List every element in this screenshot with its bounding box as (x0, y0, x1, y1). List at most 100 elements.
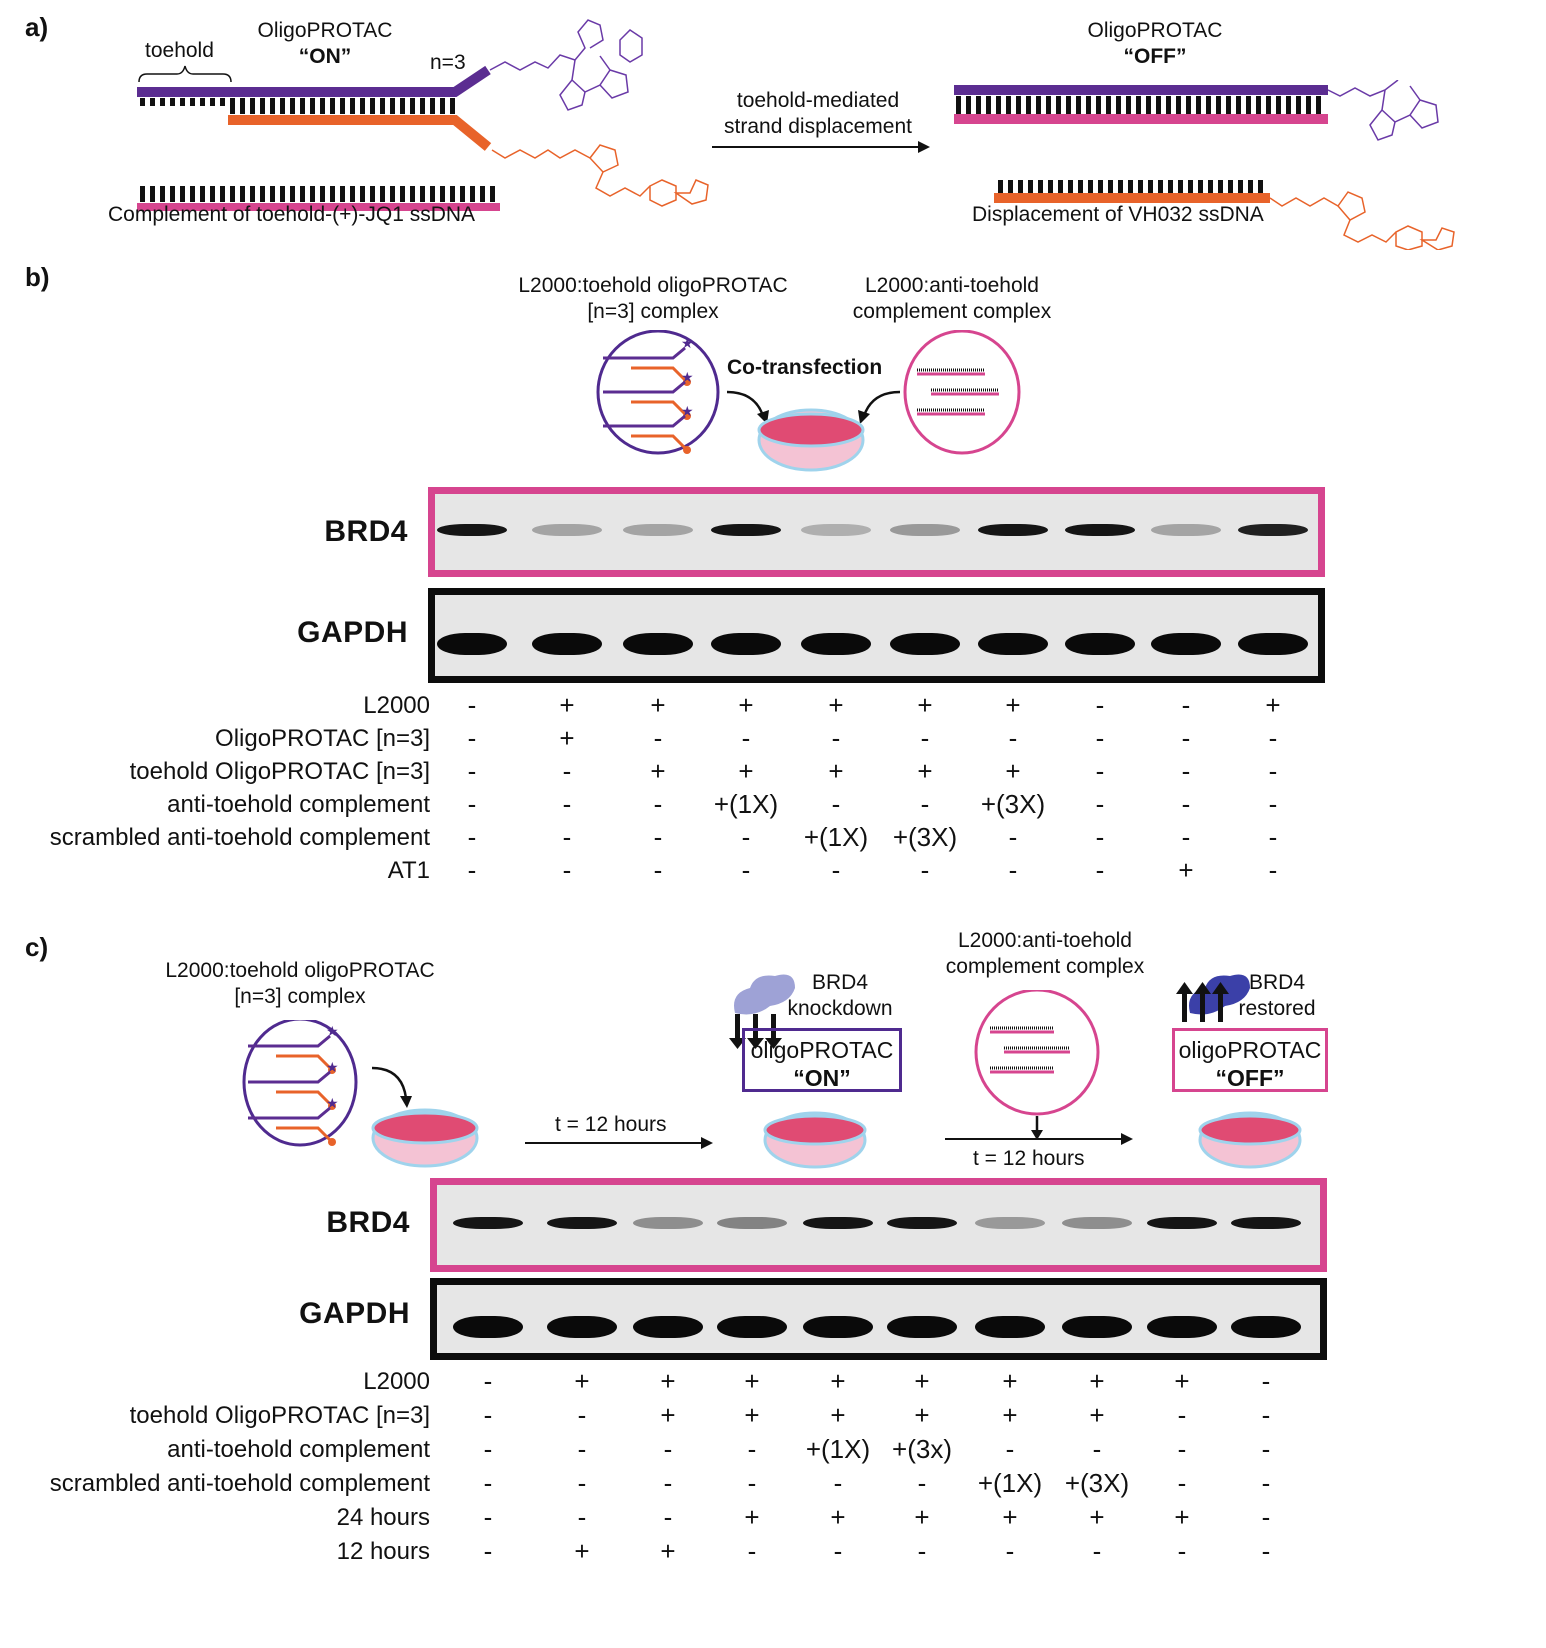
condition-cell: - (653, 855, 663, 885)
condition-cell: - (653, 723, 663, 753)
base-tick (1016, 96, 1021, 114)
base-tick (1076, 96, 1081, 114)
condition-cell: + (660, 1366, 676, 1396)
condition-cell: - (562, 789, 572, 819)
c-oligoprotac-circle (242, 1020, 358, 1147)
base-tick (340, 98, 345, 114)
condition-cell: + (1174, 1366, 1190, 1396)
mini-purple-strand (603, 414, 686, 428)
condition-label: AT1 (387, 857, 430, 884)
base-tick (210, 98, 215, 106)
condition-cell: + (1002, 1502, 1018, 1532)
vh032-molecule (491, 144, 709, 207)
base-tick (1236, 96, 1241, 114)
c-complement-circle (974, 990, 1100, 1116)
panel-a-diagram (137, 19, 709, 211)
b-complex1-line1: L2000:toehold oligoPROTAC (518, 274, 788, 297)
base-tick (1128, 180, 1133, 193)
base-tick (1046, 96, 1051, 114)
base-tick (1028, 180, 1033, 193)
blot-band (437, 524, 507, 536)
base-tick (290, 98, 295, 114)
mini-orange-strand (631, 366, 687, 382)
b-cell-dish (757, 408, 865, 472)
off-box-line1: oligoPROTAC (1178, 1037, 1322, 1063)
condition-cell: - (653, 789, 663, 819)
c-cell-dish-2 (763, 1111, 867, 1169)
condition-label: scrambled anti-toehold complement (49, 1470, 430, 1497)
condition-cell: + (738, 690, 754, 720)
condition-cell: - (483, 1502, 493, 1532)
vh032-bead-icon (683, 378, 691, 386)
blot-band (633, 1217, 703, 1229)
condition-cell: + (1089, 1502, 1105, 1532)
on-orange-strand (228, 115, 492, 151)
blot-band (975, 1316, 1045, 1338)
condition-cell: - (1268, 822, 1278, 852)
condition-cell: + (559, 690, 575, 720)
blot-band (978, 524, 1048, 536)
blot-band (1231, 1217, 1301, 1229)
blot-band (1147, 1316, 1217, 1338)
condition-label: scrambled anti-toehold complement (49, 824, 430, 851)
base-tick (1038, 180, 1043, 193)
base-tick (1136, 96, 1141, 114)
c-start-scheme: ★★★ (242, 1020, 479, 1168)
base-tick (270, 98, 275, 114)
mini-purple-strand (248, 1070, 331, 1084)
blot-band (1062, 1217, 1132, 1229)
displaced-base-ticks (998, 180, 1263, 193)
base-tick (1208, 180, 1213, 193)
arrow-label-line1: toehold-mediated (736, 89, 900, 112)
condition-cell: - (1268, 756, 1278, 786)
base-tick (430, 186, 435, 202)
base-tick (360, 98, 365, 114)
on-box-line1: oligoPROTAC (750, 1037, 894, 1063)
c-time2-label: t = 12 hours (973, 1147, 1085, 1170)
jq1-star-icon: ★ (326, 1095, 339, 1111)
base-tick (1006, 96, 1011, 114)
condition-cell: + (744, 1366, 760, 1396)
base-tick (1248, 180, 1253, 193)
condition-cell: - (1268, 855, 1278, 885)
base-tick (1218, 180, 1223, 193)
b-arrow-right (862, 390, 901, 417)
base-tick (1078, 180, 1083, 193)
base-tick (1178, 180, 1183, 193)
condition-cell: - (1095, 756, 1105, 786)
base-tick (1296, 96, 1301, 114)
arrow-label-line2: strand displacement (724, 114, 912, 138)
c-condition-grid: -++++++++---++++++------+(1X)+(3x)------… (0, 1366, 1546, 1648)
panel-c-label: c) (25, 932, 49, 962)
base-tick (1058, 180, 1063, 193)
condition-cell: +(1X) (713, 789, 779, 819)
jq1-star-icon: ★ (681, 403, 694, 419)
c-cell-dish-1 (371, 1108, 479, 1168)
base-tick (1228, 180, 1233, 193)
base-tick (190, 186, 195, 202)
b-mini-duplexes: ★★★ (603, 335, 694, 454)
base-tick (450, 186, 455, 202)
jq1-star-icon: ★ (326, 1059, 339, 1075)
base-tick (1118, 180, 1123, 193)
base-tick (230, 98, 235, 114)
base-tick (330, 98, 335, 114)
condition-cell: - (1008, 723, 1018, 753)
condition-cell: - (747, 1434, 757, 1464)
base-tick (210, 186, 215, 202)
toehold-label: toehold (145, 39, 214, 62)
panel-b-label: b) (25, 262, 50, 292)
base-tick (440, 186, 445, 202)
off-title: OligoPROTAC “OFF” (1070, 18, 1240, 69)
b-gapdh-blot (428, 588, 1325, 683)
condition-cell: - (1181, 723, 1191, 753)
c-complex2-line2: complement complex (945, 954, 1145, 978)
condition-cell: +(3X) (980, 789, 1046, 819)
condition-cell: +(3X) (892, 822, 958, 852)
mini-orange-strand (276, 1090, 332, 1106)
condition-cell: - (1177, 1400, 1187, 1430)
condition-cell: - (1008, 822, 1018, 852)
base-tick (1096, 96, 1101, 114)
blot-band (623, 632, 693, 655)
